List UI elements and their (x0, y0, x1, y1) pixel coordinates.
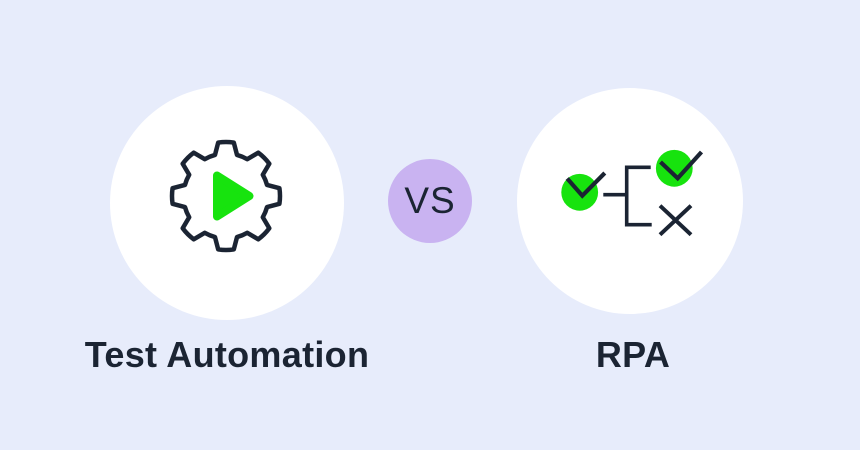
test-automation-label: Test Automation (84, 334, 370, 375)
checkmark-top-icon (659, 150, 704, 182)
play-triangle-icon (213, 171, 254, 221)
test-automation-bubble (110, 86, 344, 320)
rpa-label: RPA (595, 334, 671, 375)
tree-branches (603, 165, 652, 227)
vs-label: VS (404, 180, 456, 221)
decision-tree-checks-icon (561, 149, 704, 237)
x-mark-icon (658, 204, 693, 237)
gear-outline (169, 139, 283, 253)
rpa-bubble (517, 88, 743, 314)
checkmark-left-icon (565, 171, 607, 199)
vs-badge: VS (388, 159, 472, 243)
gear-play-icon (169, 139, 283, 253)
check-circle-top (655, 149, 693, 187)
